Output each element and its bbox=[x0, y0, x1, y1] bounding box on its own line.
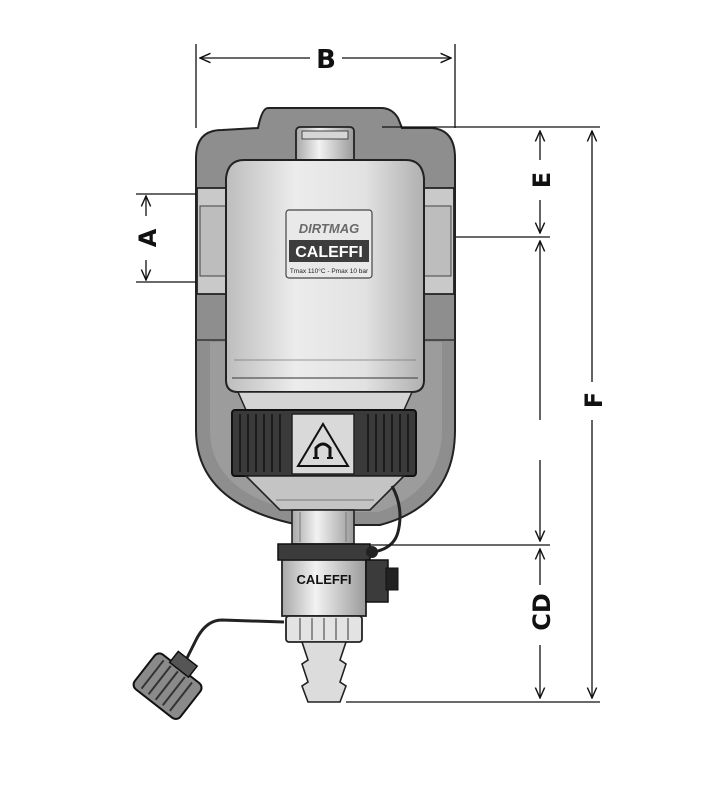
model-logo: DIRTMAG bbox=[299, 221, 359, 236]
body-neck bbox=[236, 391, 414, 411]
dimension-b bbox=[195, 44, 456, 128]
magnet-ring bbox=[231, 409, 417, 477]
hose-barb bbox=[300, 641, 348, 703]
hanging-drain-cap bbox=[132, 650, 203, 720]
dimension-a bbox=[136, 193, 196, 283]
magnet-warning-icon bbox=[296, 422, 350, 467]
cap-cable bbox=[184, 618, 285, 661]
dimension-label-cd: CD bbox=[528, 593, 556, 631]
dimension-label-e: E bbox=[528, 172, 556, 188]
drain-valve: CALEFFI bbox=[277, 543, 399, 617]
spec-text: Tmax 110°C - Pmax 10 bar bbox=[290, 267, 369, 275]
drain-neck bbox=[291, 509, 355, 545]
dimension-label-f: F bbox=[580, 392, 608, 408]
dimension-label-b: B bbox=[316, 45, 336, 75]
drain-cap-tether bbox=[373, 485, 402, 554]
product-label: DIRTMAG CALEFFI Tmax 110°C - Pmax 10 bar bbox=[285, 209, 373, 279]
valve-brand-label: CALEFFI bbox=[297, 572, 352, 587]
dimension-label-a: A bbox=[134, 228, 162, 247]
lower-cone bbox=[244, 475, 406, 511]
brand-label: CALEFFI bbox=[295, 244, 363, 261]
